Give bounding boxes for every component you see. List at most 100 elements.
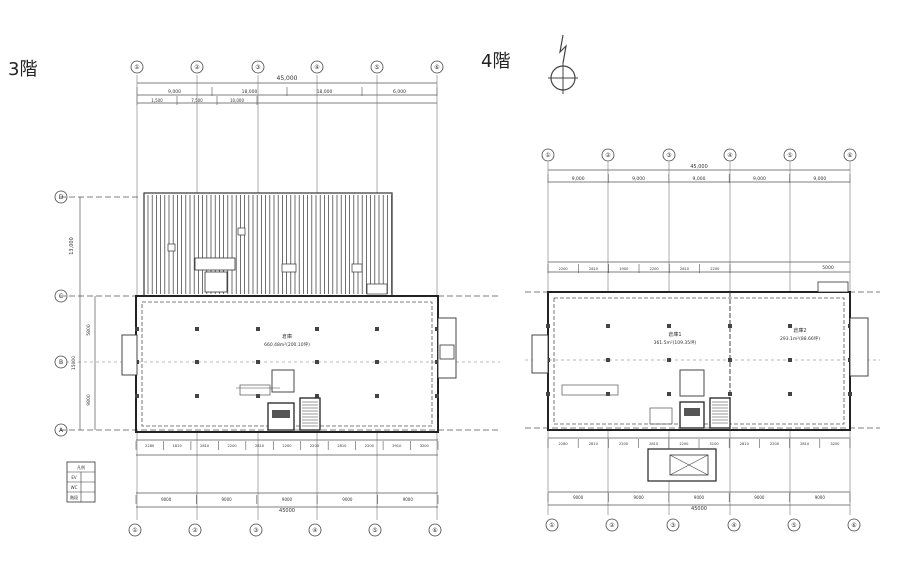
f4-top-span-4: 9,000 xyxy=(813,176,826,182)
f3-top-span-3: 6,000 xyxy=(393,89,406,95)
f4-room1-name: 倉庫1 xyxy=(668,331,681,338)
f4-detail-dim-6: 2810 xyxy=(740,442,750,446)
f3-top-span-1: 18,000 xyxy=(242,89,258,95)
f4-top-total: 45,000 xyxy=(690,164,708,170)
f3-grid-col-top-0: ① xyxy=(130,60,144,74)
f4-grid-col-top-2: ③ xyxy=(662,148,676,162)
svg-text:③: ③ xyxy=(670,522,675,529)
f4-bottom-span-2: 9000 xyxy=(694,495,705,500)
svg-text:⑥: ⑥ xyxy=(851,522,856,529)
f3-left-dim-1: 13,000 xyxy=(69,237,75,255)
f4-top-span-3: 9,000 xyxy=(753,176,766,182)
f4-bottom-span-3: 9000 xyxy=(754,495,765,500)
f4-grid-col-bottom-4: ⑤ xyxy=(787,518,801,532)
svg-text:③: ③ xyxy=(666,152,671,159)
svg-text:②: ② xyxy=(605,152,611,159)
svg-text:③: ③ xyxy=(255,64,260,71)
f3-bottom-span-4: 9000 xyxy=(403,497,414,502)
floor4-label: 4階 xyxy=(481,51,511,72)
f4-grid-col-bottom-2: ③ xyxy=(666,518,680,532)
svg-text:①: ① xyxy=(549,522,554,529)
f4-top-dim-4: 2810 xyxy=(680,267,690,271)
f4-detail-dim-4: 2200 xyxy=(679,442,689,446)
f4-grid-col-bottom-3: ④ xyxy=(727,518,741,532)
svg-text:④: ④ xyxy=(314,64,319,71)
f4-room2-name: 倉庫2 xyxy=(793,327,806,334)
f3-left-dim-4: 9800 xyxy=(86,394,92,406)
f4-top-dim-3: 2200 xyxy=(650,267,660,271)
f3-sub-span-2: 10,000 xyxy=(230,98,244,103)
f4-room2-area: 293.1m²(88.66坪) xyxy=(780,335,820,342)
f4-top-dim-5: 2200 xyxy=(710,267,720,271)
f4-top-span-2: 9,000 xyxy=(693,176,706,182)
f3-detail-dim-5: 2200 xyxy=(282,444,292,448)
f4-bottom-span-0: 9000 xyxy=(573,495,584,500)
f3-detail-dim-3: 2200 xyxy=(228,444,238,448)
f3-detail-dim-4: 2810 xyxy=(255,444,265,448)
svg-text:⑤: ⑤ xyxy=(372,527,377,534)
svg-text:⑤: ⑤ xyxy=(791,522,796,529)
f4-right-top-dim: 5000 xyxy=(822,265,834,271)
svg-text:①: ① xyxy=(545,152,550,159)
f3-detail-dim-6: 2200 xyxy=(310,444,320,448)
f4-detail-dim-9: 3200 xyxy=(830,442,840,446)
f3-left-dim-3: 15000 xyxy=(71,356,77,370)
f4-bottom-total: 45000 xyxy=(691,506,707,512)
f3-bottom-span-1: 9000 xyxy=(222,497,233,502)
f4-grid-col-top-4: ⑤ xyxy=(783,148,797,162)
f3-grid-col-top-2: ③ xyxy=(251,60,265,74)
f4-top-span-1: 9,000 xyxy=(632,176,645,182)
f3-detail-dim-2: 2810 xyxy=(200,444,210,448)
f3-left-dim-2: 5800 xyxy=(86,324,92,336)
f3-bottom-span-0: 9000 xyxy=(161,497,172,502)
f3-grid-col-top-1: ② xyxy=(190,60,204,74)
f4-bottom-span-4: 9000 xyxy=(815,495,826,500)
f3-detail-dim-1: 1810 xyxy=(173,444,183,448)
svg-text:②: ② xyxy=(609,522,615,529)
f4-detail-dim-2: 2200 xyxy=(619,442,629,446)
svg-text:D: D xyxy=(59,194,64,201)
f4-top-dim-1: 2810 xyxy=(589,267,599,271)
f3-detail-dim-8: 2200 xyxy=(365,444,375,448)
f3-legend: 凡例 EV WC 階段 xyxy=(66,461,96,503)
f4-grid-col-top-1: ② xyxy=(601,148,615,162)
f4-bottom-span-1: 9000 xyxy=(634,495,645,500)
f3-legend-title: 凡例 xyxy=(77,464,85,470)
f4-detail-dim-0: 2280 xyxy=(559,442,569,446)
f3-bottom-total: 45000 xyxy=(279,508,295,514)
f3-roof-area xyxy=(143,192,393,297)
f4-grid-col-bottom-5: ⑥ xyxy=(847,518,861,532)
svg-text:②: ② xyxy=(192,527,198,534)
f4-detail-dim-8: 2810 xyxy=(800,442,810,446)
floor3-label: 3階 xyxy=(8,59,38,80)
svg-text:⑥: ⑥ xyxy=(432,527,437,534)
svg-text:④: ④ xyxy=(727,152,732,159)
svg-text:C: C xyxy=(59,293,63,300)
f4-top-dim-2: 1900 xyxy=(619,267,629,271)
f4-detail-dim-3: 2810 xyxy=(649,442,659,446)
f3-detail-dim-0: 2280 xyxy=(145,444,155,448)
f3-grid-col-bottom-5: ⑥ xyxy=(428,523,442,537)
f3-grid-col-bottom-2: ③ xyxy=(249,523,263,537)
f3-bottom-span-3: 9000 xyxy=(342,497,353,502)
svg-text:①: ① xyxy=(132,527,137,534)
svg-text:②: ② xyxy=(194,64,200,71)
f3-top-span-2: 18,000 xyxy=(317,89,333,95)
north-arrow-icon xyxy=(548,34,578,94)
svg-text:④: ④ xyxy=(312,527,317,534)
f4-room1-area: 361.5m²(109.35坪) xyxy=(654,339,697,346)
floor4-plan: ① ② ③ ④ ⑤ ⑥ ① ② ③ ④ ⑤ ⑥ 45,000 9,000 9,000 9,000 9,00… xyxy=(525,148,880,532)
f4-detail-dim-7: 2200 xyxy=(770,442,780,446)
svg-text:A: A xyxy=(59,427,64,434)
f3-bottom-span-2: 9000 xyxy=(282,497,293,502)
f3-detail-dim-9: 2910 xyxy=(392,444,402,448)
f4-grid-col-top-3: ④ xyxy=(723,148,737,162)
f3-sub-span-0: 1,500 xyxy=(151,98,163,103)
f3-legend-stairs: 階段 xyxy=(70,494,78,500)
f3-detail-dim-7: 2810 xyxy=(337,444,347,448)
f4-grid-col-top-0: ① xyxy=(541,148,555,162)
f4-grid-col-top-5: ⑥ xyxy=(843,148,857,162)
f3-top-total: 45,000 xyxy=(277,75,298,82)
